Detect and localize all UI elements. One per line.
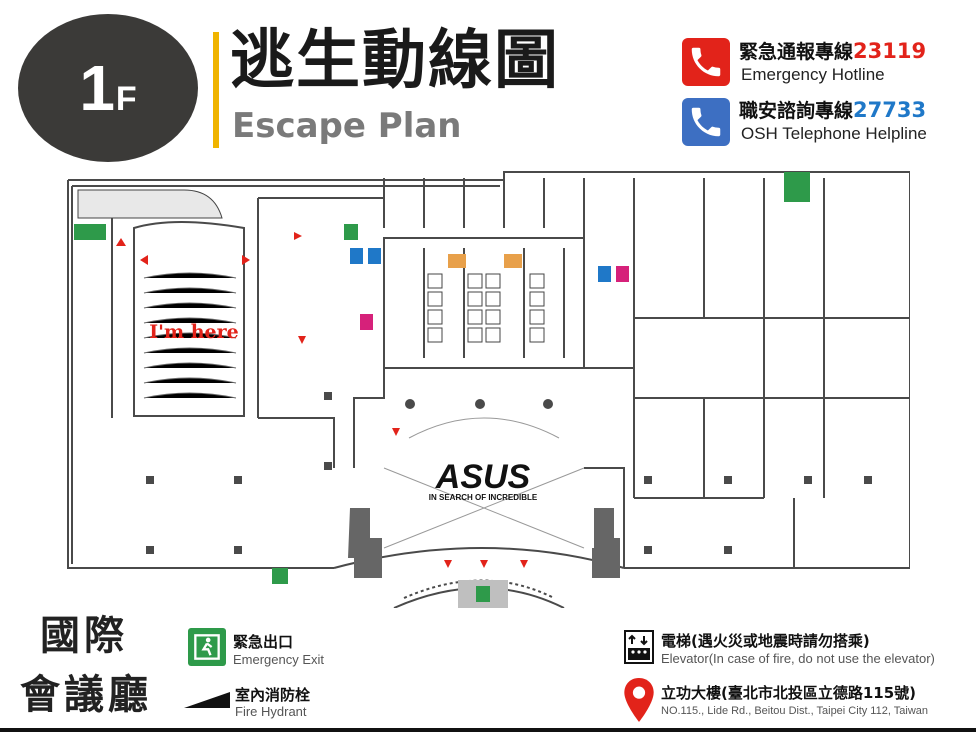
you-are-here-label: I'm here [149,321,238,343]
restroom-female-icon [360,314,373,330]
venue-name-line2: 會議廳 [20,672,152,718]
hotline-emergency-number: 23119 [853,39,927,63]
plan-walls [67,171,910,608]
stair-marker-left [448,254,466,268]
hotline-osh-en: OSH Telephone Helpline [741,124,927,143]
restroom-male-icon-right [598,266,611,282]
legend-elevator-label: 電梯(遇火災或地震時請勿搭乘) [661,632,870,650]
columns [146,392,872,554]
legend-building-label: 立功大樓(臺北市北投區立德路115號) [661,684,917,702]
legend-elevator-en: Elevator(In case of fire, do not use the… [661,651,935,666]
hotline-emergency: 緊急通報專線23119 [739,40,926,63]
legend-hydrant-label: 室內消防栓 [235,686,311,704]
phone-icon-red [682,38,730,86]
legend-exit-label: 緊急出口 [233,633,294,651]
hotline-osh: 職安諮詢專線27733 [739,99,926,122]
accessible-restroom-icon [368,248,381,264]
hotline-emergency-en: Emergency Hotline [741,65,885,84]
auditorium-seating [143,272,237,399]
elevator-bank [427,273,545,343]
location-pin-icon [624,678,654,722]
restroom-female-icon-right [616,266,629,282]
brand-slogan: IN SEARCH OF INCREDIBLE [429,493,538,502]
stair-marker-right [504,254,522,268]
floor-plan: ASUS IN SEARCH OF INCREDIBLE I'm here [67,171,910,608]
emergency-exit-icon [188,628,226,666]
title-accent-bar [213,32,219,148]
lobby-sculptures [348,508,620,578]
fire-hydrant-icon [184,692,230,708]
elevator-icon [624,630,654,664]
legend-building-address: NO.115., Lide Rd., Beitou Dist., Taipei … [661,705,928,717]
phone-icon-blue [682,98,730,146]
floor-number: 1 [79,52,116,124]
floor-suffix: F [115,79,137,118]
hotline-osh-number: 27733 [853,98,927,122]
legend-exit-en: Emergency Exit [233,652,325,667]
escape-route-arrows [116,232,528,568]
exit-signs [74,172,810,608]
hotline-osh-label: 職安諮詢專線 [739,100,854,122]
bottom-rule [0,728,976,732]
restroom-male-icon [350,248,363,264]
brand-logo: ASUS [435,458,531,496]
venue-name-line1: 國際 [40,613,128,659]
hotline-emergency-label: 緊急通報專線 [739,41,854,63]
legend-hydrant-en: Fire Hydrant [235,704,307,719]
staircase [77,189,223,219]
page-title: 逃生動線圖 [230,24,560,98]
page-subtitle: Escape Plan [232,106,462,146]
